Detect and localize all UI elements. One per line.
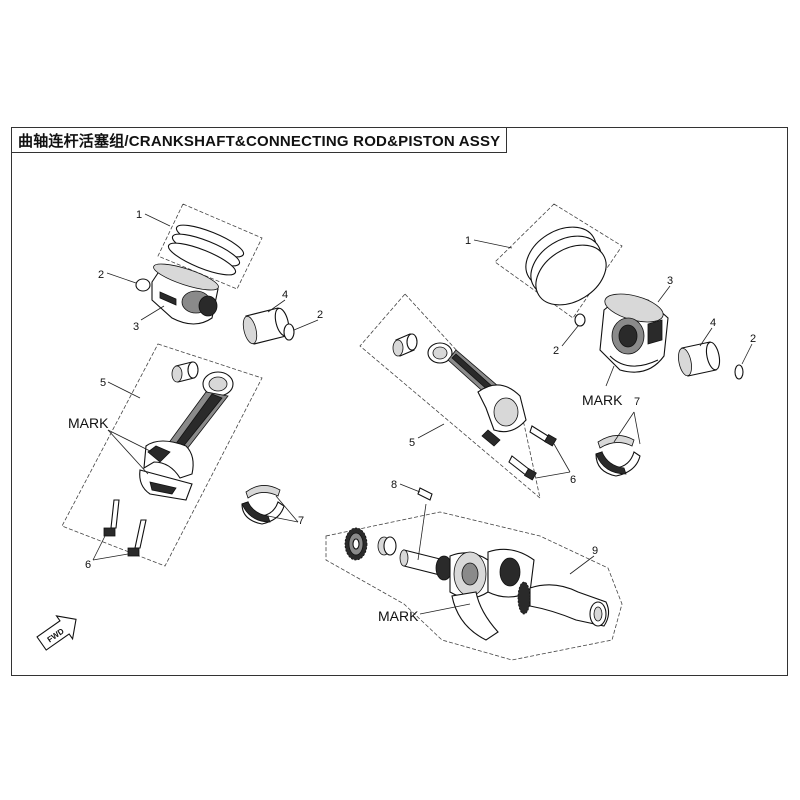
right-assembly <box>325 203 744 661</box>
left-rings-box <box>157 203 263 290</box>
left-mark-label: MARK <box>68 415 109 431</box>
right-bushing <box>392 333 418 357</box>
left-circlip-a <box>135 278 151 292</box>
left-assembly <box>61 203 295 567</box>
callout-left-4: 4 <box>282 289 288 301</box>
left-piston-pin <box>242 307 290 345</box>
title-box: 曲轴连杆活塞组/CRANKSHAFT&CONNECTING ROD&PISTON… <box>11 127 508 153</box>
left-connecting-rod <box>139 371 234 501</box>
left-bushing <box>171 361 199 383</box>
callout-left-2b: 2 <box>317 309 323 321</box>
right-piston <box>599 293 669 373</box>
callout-right-4: 4 <box>710 317 716 329</box>
right-piston-pin <box>678 341 721 377</box>
right-rod-bolts <box>508 425 557 481</box>
right-circlip-b <box>734 364 744 380</box>
callout-right-2a: 2 <box>553 345 559 357</box>
callout-right-7: 7 <box>634 396 640 408</box>
crank-spacer <box>377 536 397 556</box>
left-piston <box>151 263 219 325</box>
crankshaft-box <box>325 511 623 661</box>
callout-right-6: 6 <box>570 474 576 486</box>
left-piston-rings <box>167 224 245 276</box>
crank-mark-label: MARK <box>378 608 419 624</box>
callout-right-2b: 2 <box>750 333 756 345</box>
right-mark-label: MARK <box>582 392 623 408</box>
callout-left-1: 1 <box>136 209 142 221</box>
right-rings-box <box>494 203 623 319</box>
left-bearing-shells <box>241 485 285 525</box>
crankshaft <box>399 548 610 641</box>
page-title: 曲轴连杆活塞组/CRANKSHAFT&CONNECTING ROD&PISTON… <box>18 132 501 150</box>
right-connecting-rod <box>427 342 527 447</box>
right-circlip-a <box>574 313 586 327</box>
callout-right-8: 8 <box>391 479 397 491</box>
callout-right-5: 5 <box>409 437 415 449</box>
left-rod-box <box>61 343 263 567</box>
right-piston-rings <box>525 226 607 306</box>
callout-right-3: 3 <box>667 275 673 287</box>
callout-left-5: 5 <box>100 377 106 389</box>
right-callouts: 1 3 2 4 2 MARK 7 5 6 8 9 MARK <box>378 235 756 624</box>
callout-left-6: 6 <box>85 559 91 571</box>
fwd-arrow-icon: FWD <box>36 615 77 651</box>
callout-left-7: 7 <box>298 515 304 527</box>
callout-left-3: 3 <box>133 321 139 333</box>
callout-left-2a: 2 <box>98 269 104 281</box>
left-rod-bolts <box>103 499 147 557</box>
left-circlip-b <box>283 323 295 341</box>
left-callouts: 1 2 3 4 2 5 MARK 6 7 <box>68 209 323 571</box>
right-bearing-shells <box>595 435 641 477</box>
crank-gear <box>344 527 368 561</box>
crank-key <box>417 487 433 501</box>
callout-right-9: 9 <box>592 545 598 557</box>
callout-right-1: 1 <box>465 235 471 247</box>
